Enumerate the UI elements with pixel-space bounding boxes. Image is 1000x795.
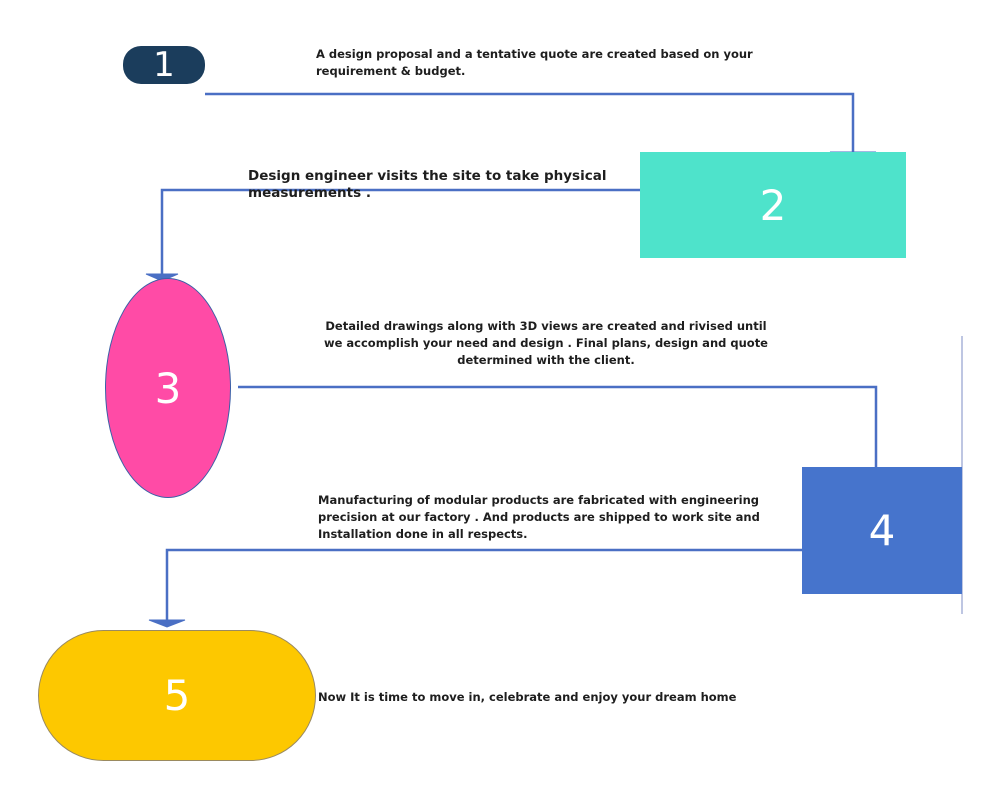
step-4-number: 4 xyxy=(868,506,896,555)
step-1-number: 1 xyxy=(153,45,175,85)
arrowhead-3 xyxy=(145,273,179,282)
step-3-number: 3 xyxy=(154,363,182,413)
step-2-node: 2 xyxy=(640,152,906,258)
step-4-node: 4 xyxy=(802,467,962,594)
step-2-caption: Design engineer visits the site to take … xyxy=(248,168,607,201)
connector-2-to-3 xyxy=(160,188,640,276)
step-3-node: 3 xyxy=(105,278,231,498)
step-4-caption: Manufacturing of modular products are fa… xyxy=(318,493,760,541)
step-5-node: 5 xyxy=(38,630,316,761)
step-3-caption: Detailed drawings along with 3D views ar… xyxy=(323,319,768,367)
step-2-number: 2 xyxy=(759,180,787,230)
step-5-caption: Now It is time to move in, celebrate and… xyxy=(318,690,737,704)
connector-1-to-2 xyxy=(205,92,855,152)
step-1-caption: A design proposal and a tentative quote … xyxy=(316,47,753,78)
step-5-number: 5 xyxy=(163,671,191,720)
arrowhead-5 xyxy=(148,619,186,628)
connector-4-to-5 xyxy=(165,548,802,622)
step-1-node: 1 xyxy=(123,45,205,85)
